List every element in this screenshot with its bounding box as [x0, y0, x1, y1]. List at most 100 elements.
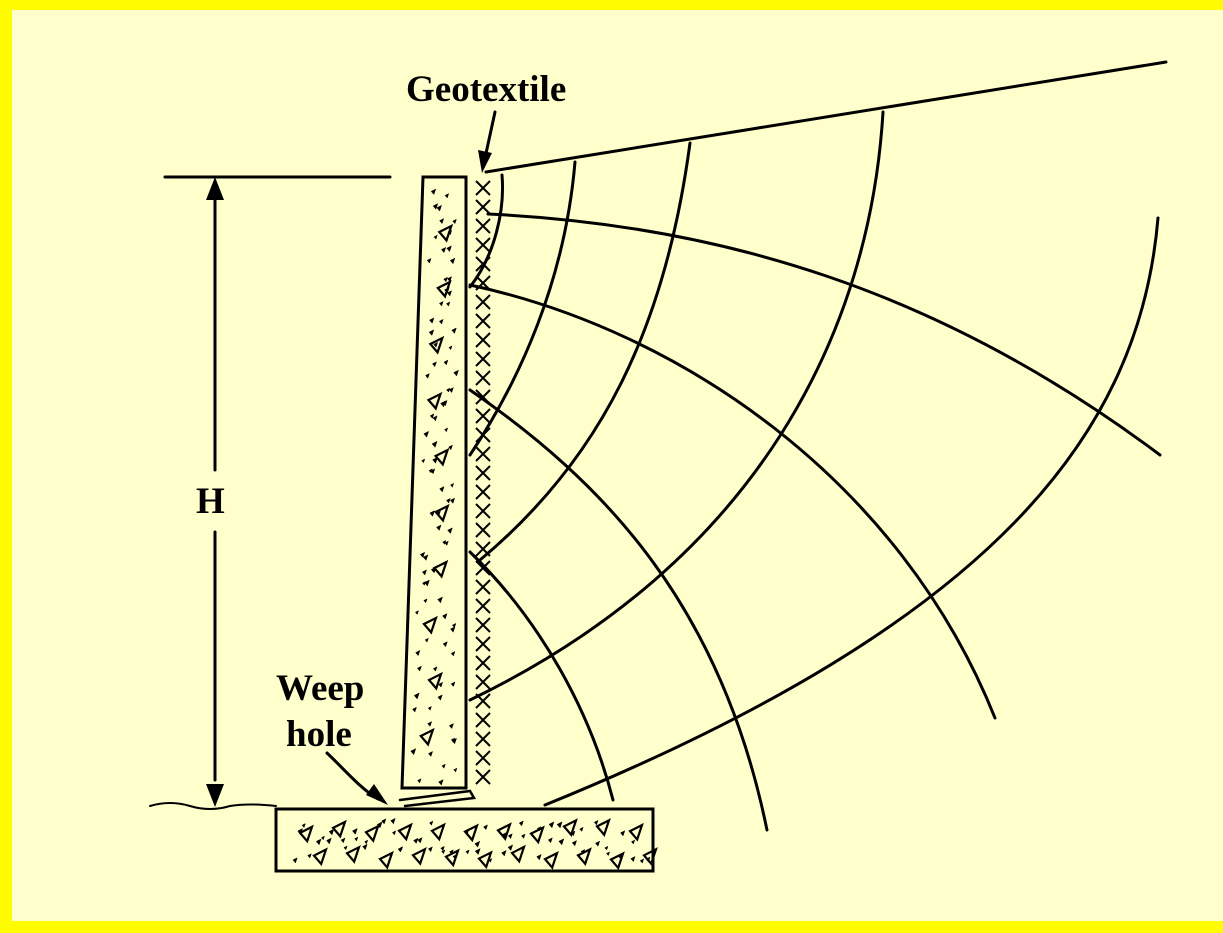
aggregate-mark [444, 193, 450, 199]
geotextile-x-mark [475, 560, 491, 576]
aggregate-mark [477, 850, 493, 870]
geotextile-label: Geotextile [406, 69, 566, 110]
aggregate-mark [446, 387, 451, 393]
aggregate-mark [433, 234, 438, 240]
aggregate-mark [345, 845, 361, 864]
aggregate-mark [421, 569, 427, 576]
aggregate-mark [446, 301, 451, 307]
aggregate-mark [595, 818, 611, 837]
geotextile-x-mark [475, 256, 491, 272]
aggregate-mark [427, 721, 433, 727]
geotextile-x-mark [475, 389, 491, 405]
aggregate-mark [419, 727, 435, 747]
aggregate-mark [321, 835, 325, 841]
aggregate-mark [438, 779, 444, 786]
aggregate-mark [298, 824, 314, 844]
geotextile-x-mark [475, 370, 491, 386]
geotextile-x-mark [475, 541, 491, 557]
aggregate-mark [446, 276, 453, 283]
aggregate-mark [606, 851, 610, 857]
aggregate-mark [642, 847, 658, 866]
aggregate-mark [301, 823, 306, 828]
aggregate-mark [429, 413, 435, 419]
geotextile-x-mark [475, 731, 491, 747]
aggregate-mark [428, 468, 433, 474]
weep-hole-leader [325, 751, 388, 805]
aggregate-mark [450, 651, 456, 657]
aggregate-mark [362, 843, 368, 851]
geotextile-x-mark [475, 332, 491, 348]
aggregate-mark [430, 822, 446, 842]
aggregate-mark [433, 503, 450, 523]
aggregate-mark [427, 705, 432, 711]
aggregate-mark [378, 850, 394, 870]
aggregate-mark [501, 850, 507, 857]
aggregate-mark [430, 188, 437, 196]
aggregate-mark [428, 335, 445, 355]
aggregate-mark [429, 317, 435, 324]
aggregate-mark [438, 318, 444, 325]
aggregate-mark [431, 440, 438, 448]
aggregate-mark [411, 847, 427, 866]
aggregate-mark [558, 838, 565, 846]
aggregate-mark [437, 223, 454, 243]
aggregate-mark [436, 524, 442, 531]
geotextile-x-mark [475, 655, 491, 671]
geotextile-x-mark [475, 579, 491, 595]
aggregate-mark [496, 822, 512, 841]
geotextile-marks [475, 180, 491, 785]
aggregate-mark [442, 641, 448, 648]
aggregate-mark [620, 830, 626, 837]
geotextile-x-mark [475, 636, 491, 652]
aggregate-mark [428, 329, 435, 336]
aggregate-mark [507, 833, 513, 840]
aggregate-mark [422, 615, 438, 635]
geotextile-x-mark [475, 218, 491, 234]
aggregate-mark [426, 257, 432, 264]
aggregate-mark [438, 681, 444, 688]
aggregate-mark [432, 203, 439, 210]
aggregate-mark [463, 823, 479, 843]
geotextile-leader [478, 110, 497, 173]
aggregate-mark [413, 692, 420, 700]
geotextile-x-mark [475, 750, 491, 766]
aggregate-mark [442, 613, 448, 620]
geotextile-x-mark [475, 484, 491, 500]
aggregate-mark [410, 748, 417, 756]
aggregate-mark [507, 844, 514, 851]
height-dimension [163, 175, 392, 807]
aggregate-mark [413, 837, 419, 844]
aggregate-mark [315, 838, 322, 846]
aggregate-mark [340, 837, 346, 844]
aggregate-mark [433, 341, 439, 348]
geotextile-x-mark [475, 408, 491, 424]
geotextile-x-mark [475, 617, 491, 633]
geotextile-x-mark [475, 674, 491, 690]
aggregate-mark [518, 820, 524, 827]
aggregate-mark [449, 257, 456, 265]
aggregate-mark [543, 850, 559, 870]
aggregate-mark [436, 279, 452, 299]
aggregate-mark [412, 706, 417, 713]
aggregate-mark [423, 430, 430, 438]
aggregate-mark [427, 846, 433, 853]
aggregate-mark [521, 833, 526, 839]
geotextile-x-mark [475, 275, 491, 291]
aggregate-mark [452, 218, 457, 225]
aggregate-mark [571, 840, 578, 847]
weep-hole-pipe [398, 789, 477, 808]
aggregate-mark [631, 839, 636, 845]
aggregate-mark [354, 836, 359, 842]
aggregate-mark [430, 468, 436, 475]
aggregate-mark [440, 400, 446, 408]
aggregate-mark [448, 345, 453, 351]
aggregate-mark [437, 694, 443, 701]
aggregate-mark [446, 245, 452, 252]
aggregate-mark [441, 763, 446, 769]
aggregate-mark [328, 828, 335, 836]
aggregate-mark [392, 830, 397, 836]
aggregate-mark [441, 849, 446, 855]
geotextile-x-mark [475, 313, 491, 329]
aggregate-mark [451, 737, 457, 745]
aggregate-mark [609, 851, 625, 871]
